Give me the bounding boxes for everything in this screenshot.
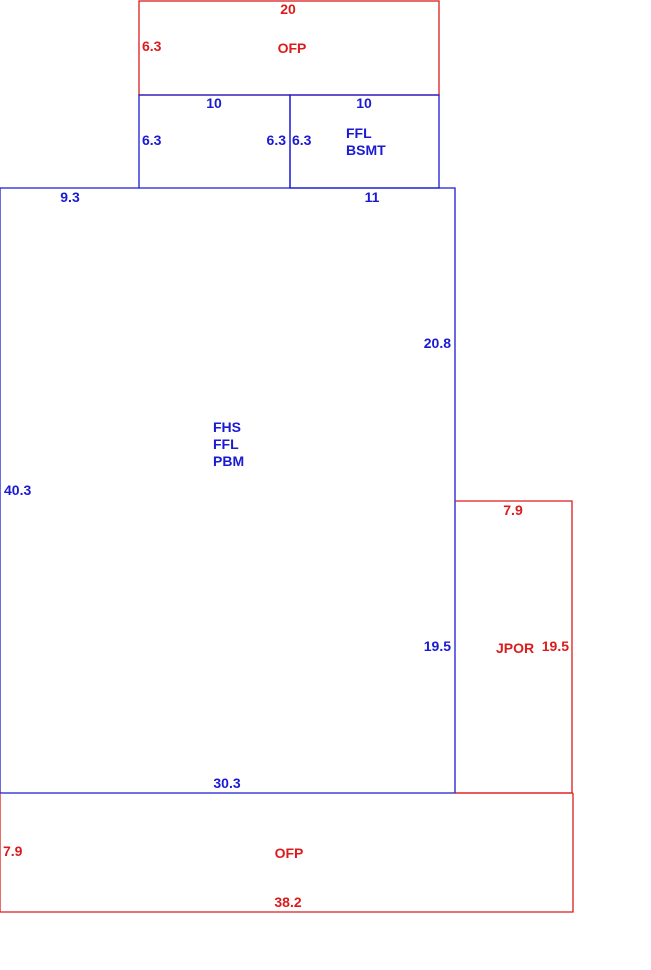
notch-dim-left: 6.3 [142, 132, 162, 148]
basement-area: 10 6.3 FFL BSMT [289, 94, 440, 189]
ofp-top-area: 20 6.3 OFP [138, 0, 440, 96]
main-dim-top-right: 11 [365, 189, 380, 205]
jpor-code: JPOR [496, 640, 534, 656]
ofp-bottom-dim-bottom: 38.2 [274, 894, 301, 910]
basement-code-1: FFL [346, 125, 372, 141]
main-area: 9.3 11 20.8 19.5 40.3 30.3 FHS FFL PBM [0, 187, 456, 794]
main-code-3: PBM [213, 453, 244, 469]
jpor-area: 7.9 JPOR 19.5 [455, 500, 573, 794]
notch-dim-top: 10 [206, 95, 222, 111]
main-code-2: FFL [213, 436, 239, 452]
main-dim-right-lower: 19.5 [424, 638, 451, 654]
notch-dim-right: 6.3 [267, 132, 287, 148]
main-dim-right-upper: 20.8 [424, 335, 451, 351]
ofp-bottom-code: OFP [275, 845, 304, 861]
main-dim-bottom: 30.3 [213, 775, 240, 791]
ofp-bottom-outline [0, 793, 574, 913]
main-outline [0, 187, 456, 794]
notch-area: 10 6.3 6.3 [138, 94, 291, 188]
jpor-dim-top: 7.9 [503, 502, 523, 518]
ofp-top-dim-left: 6.3 [142, 38, 162, 54]
basement-dim-top: 10 [356, 95, 372, 111]
main-code-1: FHS [213, 419, 241, 435]
ofp-top-code: OFP [278, 40, 307, 56]
ofp-bottom-area: 7.9 OFP 38.2 [0, 792, 574, 913]
ofp-bottom-dim-left: 7.9 [3, 843, 23, 859]
main-dim-top-left: 9.3 [60, 189, 80, 205]
basement-code-2: BSMT [346, 142, 386, 158]
basement-dim-left: 6.3 [292, 132, 312, 148]
ofp-top-dim-top: 20 [280, 1, 296, 17]
jpor-dim-right: 19.5 [542, 638, 569, 654]
main-dim-left: 40.3 [4, 482, 31, 498]
